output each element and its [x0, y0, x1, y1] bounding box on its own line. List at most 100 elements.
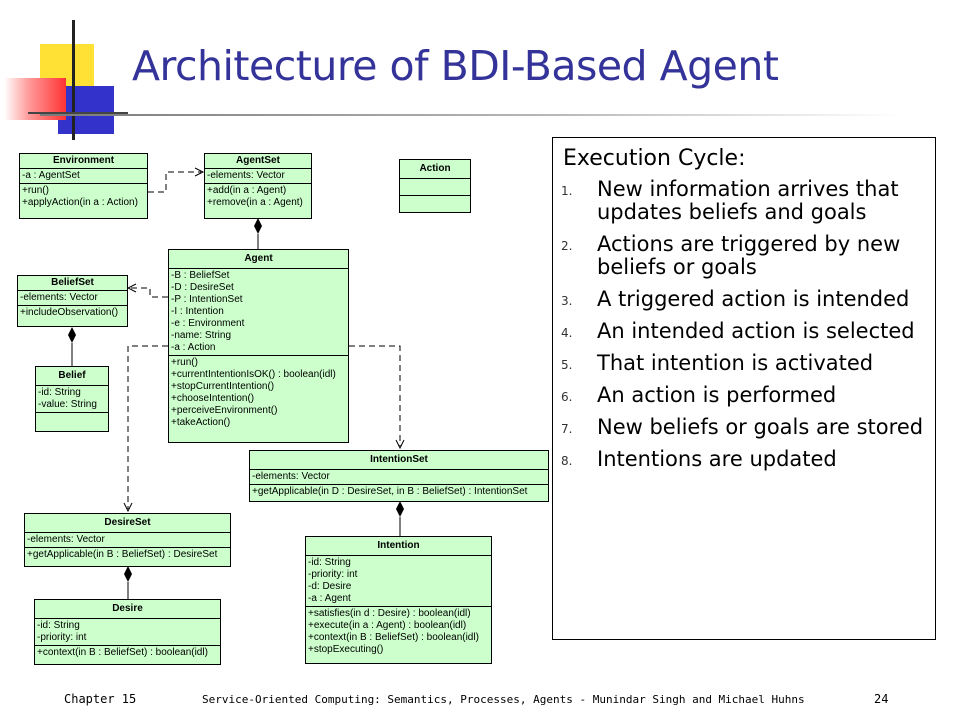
class-agentset: AgentSet -elements: Vector +add(in a : A… [204, 153, 312, 219]
class-belief-operations [36, 413, 108, 427]
class-intentionset-name: IntentionSet [250, 451, 548, 470]
class-intention-operations: +satisfies(in d : Desire) : boolean(idl)… [306, 607, 491, 657]
arrowhead-beliefset [126, 283, 137, 293]
title-underline [40, 114, 900, 116]
list-item: 7. New beliefs or goals are stored [561, 416, 931, 439]
attribute: -elements: Vector [20, 292, 98, 303]
class-desire-attributes: -id: String -priority: int [35, 619, 220, 646]
list-item: 4.An intended action is selected [561, 320, 931, 343]
attribute: -P : IntentionSet [171, 294, 243, 305]
step-text: A triggered action is intended [597, 287, 910, 311]
class-environment-operations: +run() +applyAction(in a : Action) [20, 184, 147, 210]
step-text: Actions are triggered by new beliefs or … [597, 232, 901, 279]
attribute: -value: String [38, 399, 97, 410]
dependency-agent-beliefset [130, 287, 168, 298]
list-item: 6.An action is performed [561, 384, 931, 407]
logo-vertical-line [72, 20, 75, 140]
class-agentset-attributes: -elements: Vector [205, 169, 311, 184]
operation: +add(in a : Agent) [207, 185, 287, 196]
composition-diamond-desireset [124, 566, 132, 582]
step-number: 8. [561, 454, 573, 468]
attribute: -a : Agent [308, 593, 351, 604]
composition-diamond-agentset [254, 218, 262, 234]
arrowhead-desireset [123, 502, 133, 513]
attribute: -D : DesireSet [171, 282, 234, 293]
operation: +applyAction(in a : Action) [22, 197, 138, 208]
class-beliefset: BeliefSet -elements: Vector +includeObse… [17, 275, 128, 327]
operation: +getApplicable(in B : BeliefSet) : Desir… [27, 549, 218, 560]
list-item: 5.That intention is activated [561, 352, 931, 375]
class-agentset-name: AgentSet [205, 154, 311, 169]
logo-horizontal-line [28, 112, 128, 114]
class-environment-attributes: -a : AgentSet [20, 169, 147, 184]
operation: +perceiveEnvironment() [171, 405, 278, 416]
attribute: -priority: int [308, 569, 358, 580]
dependency-environment-agentset [148, 171, 201, 193]
class-desireset-operations: +getApplicable(in B : BeliefSet) : Desir… [25, 548, 230, 562]
attribute: -a : AgentSet [22, 170, 80, 181]
operation: +run() [22, 185, 49, 196]
attribute: -elements: Vector [27, 534, 105, 545]
class-intentionset-attributes: -elements: Vector [250, 470, 548, 485]
attribute: -I : Intention [171, 306, 224, 317]
class-belief: Belief -id: String -value: String [35, 366, 109, 432]
attribute: -id: String [37, 620, 80, 631]
operation: +remove(in a : Agent) [207, 197, 303, 208]
class-action-name: Action [400, 160, 470, 179]
class-agent-attributes: -B : BeliefSet -D : DesireSet -P : Inten… [169, 269, 348, 356]
corner-logo [0, 0, 130, 140]
attribute: -elements: Vector [207, 170, 285, 181]
operation: +includeObservation() [20, 307, 119, 318]
class-environment: Environment -a : AgentSet +run() +applyA… [19, 153, 148, 219]
class-beliefset-name: BeliefSet [18, 276, 127, 291]
list-item: 1.New information arrives that updates b… [561, 178, 931, 224]
class-intention-attributes: -id: String -priority: int -d: Desire -a… [306, 556, 491, 607]
class-belief-name: Belief [36, 367, 108, 386]
class-intention-name: Intention [306, 537, 491, 556]
step-text: Intentions are updated [597, 447, 837, 471]
step-number: 4. [561, 326, 573, 340]
execution-cycle-panel: Execution Cycle: 1.New information arriv… [552, 137, 936, 640]
attribute: -d: Desire [308, 581, 352, 592]
class-beliefset-attributes: -elements: Vector [18, 291, 127, 306]
class-agent-operations: +run() +currentIntentionIsOK() : boolean… [169, 356, 348, 430]
attribute: -name: String [171, 330, 232, 341]
slide-title: Architecture of BDI-Based Agent [132, 42, 779, 90]
class-agent: Agent -B : BeliefSet -D : DesireSet -P :… [168, 249, 349, 443]
class-desireset: DesireSet -elements: Vector +getApplicab… [24, 513, 231, 567]
attribute: -priority: int [37, 632, 87, 643]
logo-blue-square [58, 86, 114, 134]
class-beliefset-operations: +includeObservation() [18, 306, 127, 320]
attribute: -id: String [308, 557, 351, 568]
step-number: 7. [561, 422, 573, 436]
arrowhead-intentionset [395, 439, 405, 450]
attribute: -a : Action [171, 342, 216, 353]
attribute: -e : Environment [171, 318, 245, 329]
class-belief-attributes: -id: String -value: String [36, 386, 108, 413]
class-agent-name: Agent [169, 250, 348, 269]
operation: +run() [171, 357, 198, 368]
composition-diamond-beliefset [68, 327, 76, 343]
operation: +stopCurrentIntention() [171, 381, 275, 392]
step-number: 1. [561, 184, 573, 198]
class-intention: Intention -id: String -priority: int -d:… [305, 536, 492, 664]
operation: +chooseIntention() [171, 393, 255, 404]
step-number: 5. [561, 358, 573, 372]
operation: +stopExecuting() [308, 644, 384, 655]
class-environment-name: Environment [20, 154, 147, 169]
step-text: New beliefs or goals are stored [597, 415, 924, 439]
operation: +execute(in a : Agent) : boolean(idl) [308, 620, 467, 631]
execution-cycle-list: 1.New information arrives that updates b… [561, 178, 931, 480]
operation: +takeAction() [171, 417, 231, 428]
arrowhead-agentset [194, 167, 205, 177]
list-item: 3. A triggered action is intended [561, 288, 931, 311]
class-agentset-operations: +add(in a : Agent) +remove(in a : Agent) [205, 184, 311, 210]
class-action-operations [400, 196, 470, 212]
class-intentionset: IntentionSet -elements: Vector +getAppli… [249, 450, 549, 502]
step-number: 2. [561, 239, 573, 253]
footer-chapter: Chapter 15 [64, 692, 137, 706]
class-desireset-name: DesireSet [25, 514, 230, 533]
dependency-agent-intentionset [349, 345, 401, 446]
step-number: 3. [561, 294, 573, 308]
